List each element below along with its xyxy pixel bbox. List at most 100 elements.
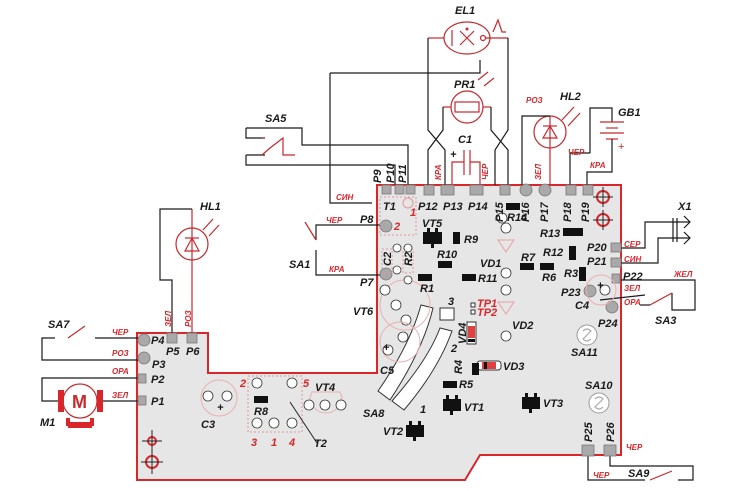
wire-label: ЗЕЛ: [624, 284, 641, 293]
r3-resistor: [579, 267, 586, 281]
pad-p2: [137, 373, 147, 384]
wire-label: КРА: [329, 265, 345, 274]
sa8-slide-switch: [377, 304, 455, 411]
label-hl2: HL2: [560, 91, 581, 103]
label-p20: P20: [587, 242, 607, 254]
label-sa10: SA10: [585, 380, 613, 392]
pin-number: 2: [393, 221, 400, 233]
label-vd3: VD3: [503, 361, 524, 373]
label-tp2: TP2: [477, 307, 497, 319]
hole: [392, 265, 402, 275]
sa1-switch: [304, 221, 386, 276]
wire-label: КРА: [434, 164, 443, 180]
label-pr1: PR1: [454, 79, 475, 91]
el1-lamp: [428, 18, 508, 55]
c2-footprint: [381, 248, 393, 274]
pin-number: 4: [288, 437, 295, 449]
label-r6: R6: [542, 272, 557, 284]
t1-footprint: [379, 196, 417, 236]
label-p3: P3: [152, 359, 165, 371]
pr1-wire-right: [490, 107, 509, 185]
pad-p14: [469, 184, 484, 196]
pad-p26: [603, 444, 617, 457]
r13-resistor: [563, 228, 583, 236]
label-p12: P12: [418, 201, 438, 213]
label-r10: R10: [437, 249, 458, 261]
r9-resistor: [453, 232, 460, 244]
label-p6: P6: [186, 346, 200, 358]
label-p15: P15: [494, 202, 506, 222]
pin-number: 1: [410, 207, 416, 219]
label-r9: R9: [464, 234, 479, 246]
pad-p6: [186, 332, 198, 344]
hl1-wire: [159, 208, 192, 333]
label-p17: P17: [539, 202, 551, 222]
pad-p18: [565, 184, 577, 196]
pad-p19: [582, 184, 594, 196]
label-r14: R14: [507, 212, 527, 224]
sa10-button: [588, 392, 610, 414]
c1-capacitor: [451, 150, 481, 185]
gb1-battery: [569, 107, 624, 185]
sa11-button: [576, 324, 598, 346]
sa3-switch: [599, 279, 696, 311]
plus-sign: +: [217, 402, 224, 414]
motor-letter: M: [72, 392, 87, 412]
hole: [403, 275, 413, 285]
tp-pads: [470, 302, 476, 315]
pad-p8: [379, 219, 393, 233]
wire-label: ЧЕР: [481, 163, 490, 180]
label-hl1: HL1: [200, 201, 221, 213]
pin-numbers: 1 2 1 2 3 2 5 3 1 4: [239, 207, 457, 449]
wire-label: ЗЕЛ: [534, 163, 543, 180]
label-p1: P1: [151, 396, 164, 408]
label-sa7: SA7: [48, 319, 70, 331]
pad-p13: [440, 184, 455, 196]
r11-resistor: [462, 274, 476, 281]
label-c3: C3: [201, 419, 215, 431]
label-sa1: SA1: [289, 259, 310, 271]
pads: [137, 183, 622, 457]
label-c2: C2: [382, 252, 394, 266]
pr1-photoresistor: [443, 71, 495, 124]
wire-label: ЧЕР: [326, 216, 343, 225]
label-r8: R8: [254, 406, 269, 418]
vd1-diode: [497, 222, 515, 279]
pad-p25: [581, 444, 595, 457]
label-c4: C4: [575, 300, 589, 312]
label-p24: P24: [598, 318, 618, 330]
wire-label: ЗЕЛ: [164, 310, 173, 327]
label-p4: P4: [151, 335, 164, 347]
wire-label: ЧЕР: [593, 471, 610, 480]
label-p8: P8: [360, 214, 374, 226]
label-vt1: VT1: [464, 402, 484, 414]
wire-label: ЧЕР: [112, 328, 129, 337]
wire-label: СЕР: [624, 240, 641, 249]
vt1-transistor: [443, 395, 461, 415]
label-p23: P23: [561, 287, 581, 299]
wire-label: ЧЕР: [626, 443, 643, 452]
label-r5: R5: [459, 379, 474, 391]
pin-number: 1: [271, 437, 277, 449]
label-p25: P25: [583, 422, 595, 442]
plus-sign: +: [383, 342, 390, 354]
label-p11: P11: [397, 164, 409, 183]
pin-number: 3: [251, 437, 257, 449]
sa9-switch: [587, 455, 694, 481]
label-p18: P18: [562, 202, 574, 222]
vt5-transistor: [423, 228, 442, 248]
label-r11: R11: [478, 273, 497, 285]
pin-number: 5: [303, 378, 310, 390]
vt4-footprint: [303, 391, 347, 414]
pin-number: 3: [448, 296, 454, 308]
pad-p21: [610, 257, 622, 268]
c3-capacitor-footprint: [200, 379, 238, 417]
label-r2: R2: [403, 252, 415, 266]
sa5-switch: [261, 136, 295, 156]
plus-sign: +: [450, 149, 457, 161]
wire-label: СИН: [624, 255, 642, 264]
pad-p7: [379, 267, 393, 281]
pad-p12: [423, 184, 435, 196]
r4-resistor: [472, 363, 479, 375]
wire-label: РОЗ: [112, 349, 129, 358]
